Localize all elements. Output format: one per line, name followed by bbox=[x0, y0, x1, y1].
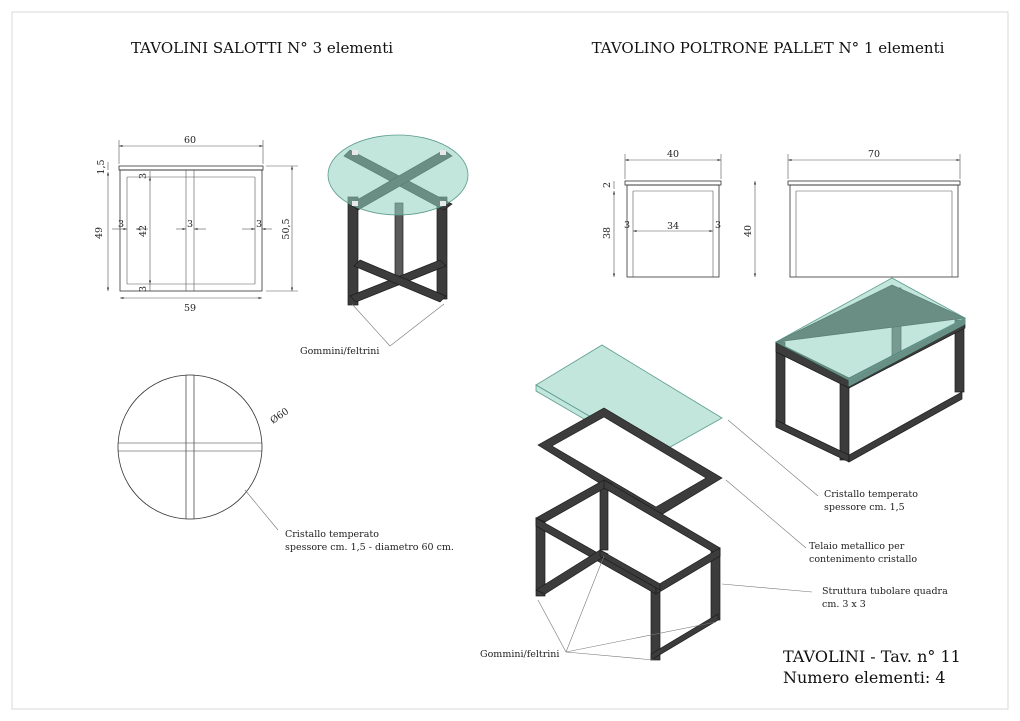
right-side-elevation: 70 bbox=[787, 149, 961, 278]
note-structure-1: Struttura tubolare quadra bbox=[822, 586, 948, 597]
right-front-elevation: 40 34 2 38 3 3 bbox=[602, 149, 722, 278]
note-feet-right: Gommini/feltrini bbox=[480, 649, 559, 660]
footer-sheet-title: TAVOLINI - Tav. n° 11 bbox=[783, 647, 961, 666]
dim-tube-bottom: 3 bbox=[138, 286, 149, 292]
dim-right-tube-left: 3 bbox=[624, 220, 630, 231]
dim-width-bottom: 59 bbox=[184, 303, 196, 314]
dim-tube-left: 3 bbox=[118, 219, 124, 230]
note-glass-left-2: spessore cm. 1,5 - diametro 60 cm. bbox=[285, 542, 454, 553]
round-table-3d: Gommini/feltrini bbox=[300, 134, 469, 357]
sheet-border bbox=[11, 11, 1009, 710]
left-front-elevation: 60 59 1,5 49 42 50,5 3 3 3 3 3 bbox=[94, 135, 298, 314]
dim-tube-top: 3 bbox=[138, 173, 149, 179]
round-plan-view: Ø60 Cristallo temperato spessore cm. 1,5… bbox=[117, 374, 454, 553]
note-feet-left: Gommini/feltrini bbox=[300, 346, 379, 357]
dim-right-glass: 2 bbox=[602, 182, 613, 188]
dim-diameter: Ø60 bbox=[268, 406, 291, 426]
note-frame-1: Telaio metallico per bbox=[809, 541, 905, 552]
dim-inner-height: 42 bbox=[138, 225, 149, 237]
note-glass-right-2: spessore cm. 1,5 bbox=[824, 502, 905, 513]
right-title: TAVOLINO POLTRONE PALLET N° 1 elementi bbox=[592, 39, 945, 57]
dim-right-width: 40 bbox=[667, 149, 679, 160]
left-title: TAVOLINI SALOTTI N° 3 elementi bbox=[131, 39, 393, 57]
exploded-leaders bbox=[537, 419, 819, 661]
footer-element-count: Numero elementi: 4 bbox=[783, 668, 946, 687]
right-side-height: 40 bbox=[743, 181, 757, 277]
note-glass-right-1: Cristallo temperato bbox=[824, 489, 918, 500]
rect-table-3d-assembled bbox=[775, 277, 966, 463]
dim-tube-right: 3 bbox=[256, 219, 262, 230]
dim-frame-height: 49 bbox=[94, 227, 105, 239]
dim-width-top: 60 bbox=[184, 135, 196, 146]
rect-table-3d-exploded bbox=[535, 344, 723, 661]
note-glass-left-1: Cristallo temperato bbox=[285, 529, 379, 540]
dim-tube-center: 3 bbox=[187, 219, 193, 230]
dim-right-inner-width: 34 bbox=[667, 221, 679, 232]
note-frame-2: contenimento cristallo bbox=[809, 554, 917, 565]
dim-side-width: 70 bbox=[868, 149, 880, 160]
dim-total-height: 50,5 bbox=[281, 218, 292, 239]
dim-glass-thickness: 1,5 bbox=[96, 159, 107, 174]
dim-right-tube-right: 3 bbox=[715, 220, 721, 231]
dim-side-height: 40 bbox=[743, 225, 754, 237]
note-structure-2: cm. 3 x 3 bbox=[822, 599, 866, 610]
dim-right-frame-height: 38 bbox=[602, 227, 613, 239]
